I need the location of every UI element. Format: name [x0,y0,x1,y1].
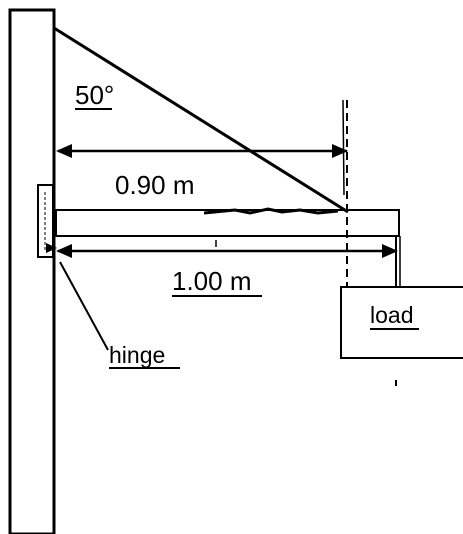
hinge-pointer [59,261,109,351]
cable-attachment-reference [342,99,348,290]
dimension-1-00 [56,240,398,258]
beam [55,207,400,237]
load-box [340,286,463,359]
cable-line [53,26,349,214]
wall [8,8,56,534]
hinge-label: hinge [109,342,165,368]
hinge-bracket [37,184,57,258]
load-hanger [395,236,401,288]
dimension-0-90 [56,144,348,158]
cable-distance-label: 0.90 m [115,170,195,200]
angle-label: 50° [75,80,114,110]
load-label: load [370,302,413,328]
beam-length-label: 1.00 m [172,266,252,296]
